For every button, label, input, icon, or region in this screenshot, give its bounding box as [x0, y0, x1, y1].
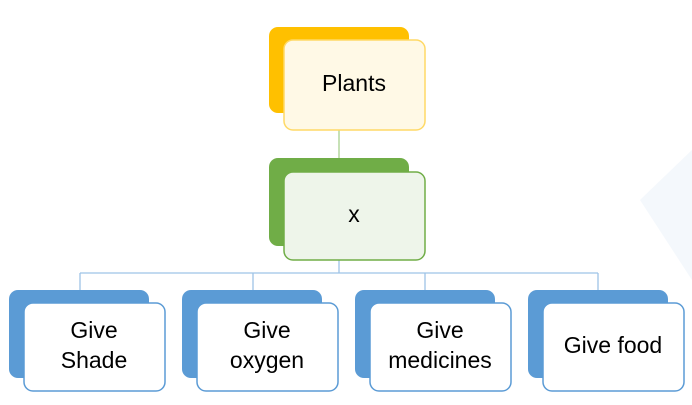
node-root-label: Plants	[322, 70, 386, 96]
leaf-node-3-front	[369, 302, 512, 392]
node-middle-front	[283, 171, 426, 261]
leaf-node-2: Give oxygen	[182, 290, 339, 392]
leaf-node-4: Give food	[528, 290, 685, 392]
leaf-node-2-line-1: Give	[243, 317, 290, 343]
leaf-node-1-front	[23, 302, 166, 392]
background-watermark	[640, 150, 692, 280]
leaf-node-3-line-1: Give	[416, 317, 463, 343]
node-root: Plants	[269, 27, 426, 131]
node-middle-label: x	[348, 201, 360, 227]
leaf-node-3-line-2: medicines	[388, 347, 492, 373]
node-middle: x	[269, 158, 426, 261]
leaf-node-1: Give Shade	[9, 290, 166, 392]
leaf-node-2-line-2: oxygen	[230, 347, 304, 373]
leaf-node-3: Give medicines	[355, 290, 512, 392]
leaf-node-2-front	[196, 302, 339, 392]
leaf-node-1-line-1: Give	[70, 317, 117, 343]
leaf-node-4-line-1: Give food	[564, 332, 662, 358]
leaf-node-1-line-2: Shade	[61, 347, 128, 373]
leaf-node-4-front	[542, 302, 685, 392]
node-root-front	[283, 39, 426, 131]
